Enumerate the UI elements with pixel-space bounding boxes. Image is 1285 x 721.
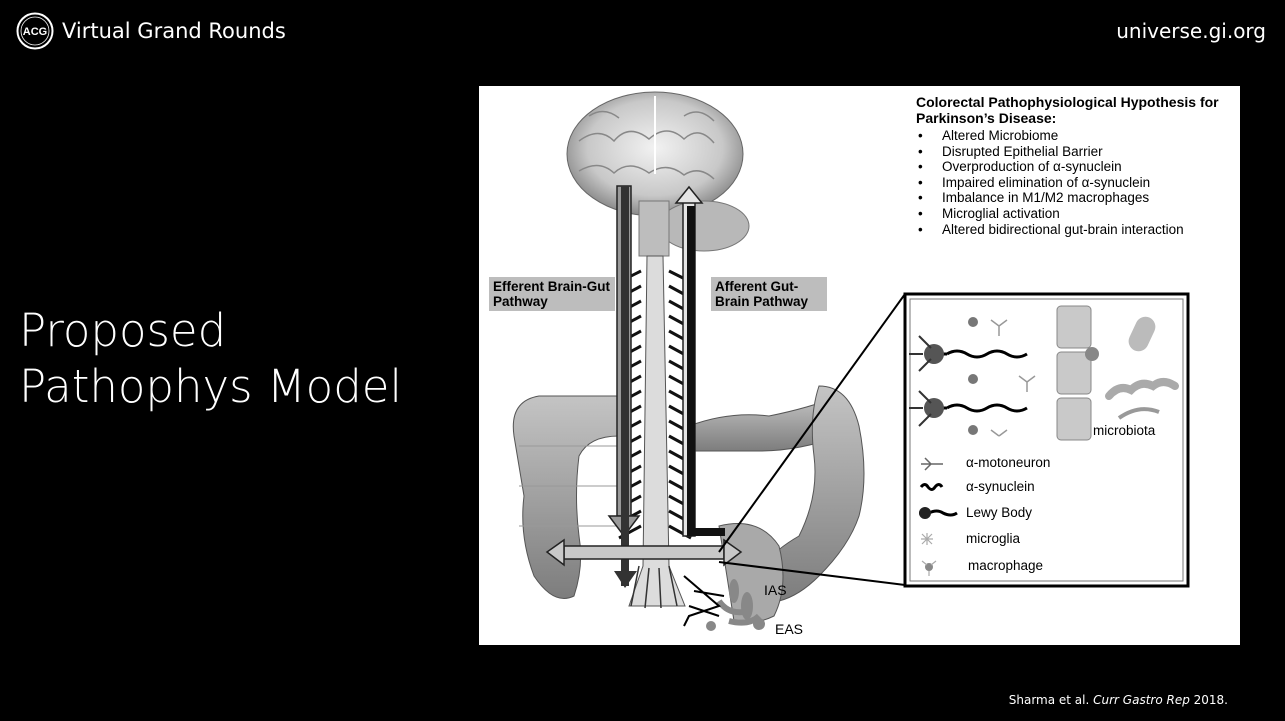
slide-title-line1: Proposed	[19, 303, 402, 359]
pathophys-figure: Colorectal Pathophysiological Hypothesis…	[479, 86, 1240, 645]
citation-prefix: Sharma et al.	[1009, 693, 1093, 707]
hypothesis-item: Overproduction of α-synuclein	[916, 159, 1236, 175]
afferent-label: Afferent Gut-Brain Pathway	[711, 277, 827, 311]
inset-box	[905, 294, 1188, 586]
header-url: universe.gi.org	[1116, 19, 1266, 43]
slide-title: Proposed Pathophys Model	[19, 303, 402, 415]
slide-title-line2: Pathophys Model	[19, 359, 402, 415]
hypothesis-item: Altered bidirectional gut-brain interact…	[916, 222, 1236, 238]
hypothesis-item: Microglial activation	[916, 206, 1236, 222]
legend-macrophage: macrophage	[968, 558, 1043, 573]
header-title: Virtual Grand Rounds	[62, 19, 286, 43]
ias-label: IAS	[764, 582, 787, 598]
eas-label: EAS	[775, 621, 803, 637]
citation-journal: Curr Gastro Rep	[1093, 693, 1190, 707]
efferent-arrow	[609, 186, 639, 588]
legend-lewy-body: Lewy Body	[966, 505, 1032, 520]
hypothesis-title: Colorectal Pathophysiological Hypothesis…	[916, 94, 1236, 126]
citation-year: 2018.	[1190, 693, 1228, 707]
hypothesis-block: Colorectal Pathophysiological Hypothesis…	[916, 94, 1236, 237]
legend-motoneuron: α-motoneuron	[966, 455, 1050, 470]
microbiota-label: microbiota	[1093, 423, 1155, 438]
brain-illustration	[567, 92, 749, 256]
hypothesis-list: Altered Microbiome Disrupted Epithelial …	[916, 128, 1236, 237]
hypothesis-item: Altered Microbiome	[916, 128, 1236, 144]
legend-synuclein: α-synuclein	[966, 479, 1035, 494]
acg-logo: ACG	[16, 12, 54, 50]
logo-text: ACG	[23, 26, 47, 38]
hypothesis-item: Imbalance in M1/M2 macrophages	[916, 190, 1236, 206]
efferent-label: Efferent Brain-Gut Pathway	[489, 277, 615, 311]
legend-microglia: microglia	[966, 531, 1020, 546]
citation: Sharma et al. Curr Gastro Rep 2018.	[1009, 693, 1228, 707]
hypothesis-item: Impaired elimination of α-synuclein	[916, 175, 1236, 191]
hypothesis-item: Disrupted Epithelial Barrier	[916, 144, 1236, 160]
